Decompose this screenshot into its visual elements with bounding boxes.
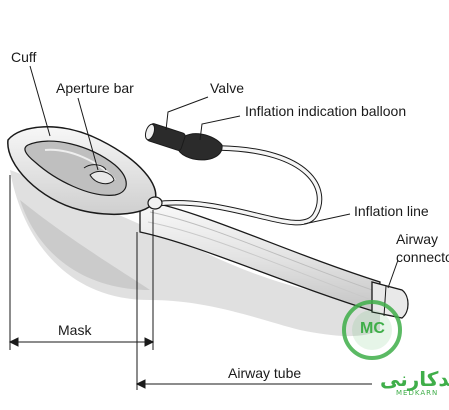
label-mask: Mask <box>58 322 92 338</box>
leader-lines <box>29 65 399 289</box>
label-aperture-bar: Aperture bar <box>56 80 134 96</box>
label-valve: Valve <box>210 80 244 96</box>
label-cuff: Cuff <box>11 49 37 65</box>
airway-tube-dimension <box>135 232 372 390</box>
label-airway-connector-line2: connecto <box>396 249 449 265</box>
label-inflation-indication-balloon: Inflation indication balloon <box>245 103 407 119</box>
label-inflation-line: Inflation line <box>354 203 429 219</box>
watermark-subtext: MEDKARN <box>396 389 439 397</box>
watermark-logo <box>342 300 402 360</box>
label-airway-tube: Airway tube <box>228 365 302 381</box>
label-airway-connector-line1: Airway <box>396 231 439 247</box>
airway-connector <box>371 281 409 319</box>
mask-dimension <box>8 175 155 350</box>
aperture-bar <box>89 170 115 185</box>
watermark-logo-letters: MC <box>360 320 385 337</box>
watermark-text: مدکارنی <box>380 367 449 391</box>
